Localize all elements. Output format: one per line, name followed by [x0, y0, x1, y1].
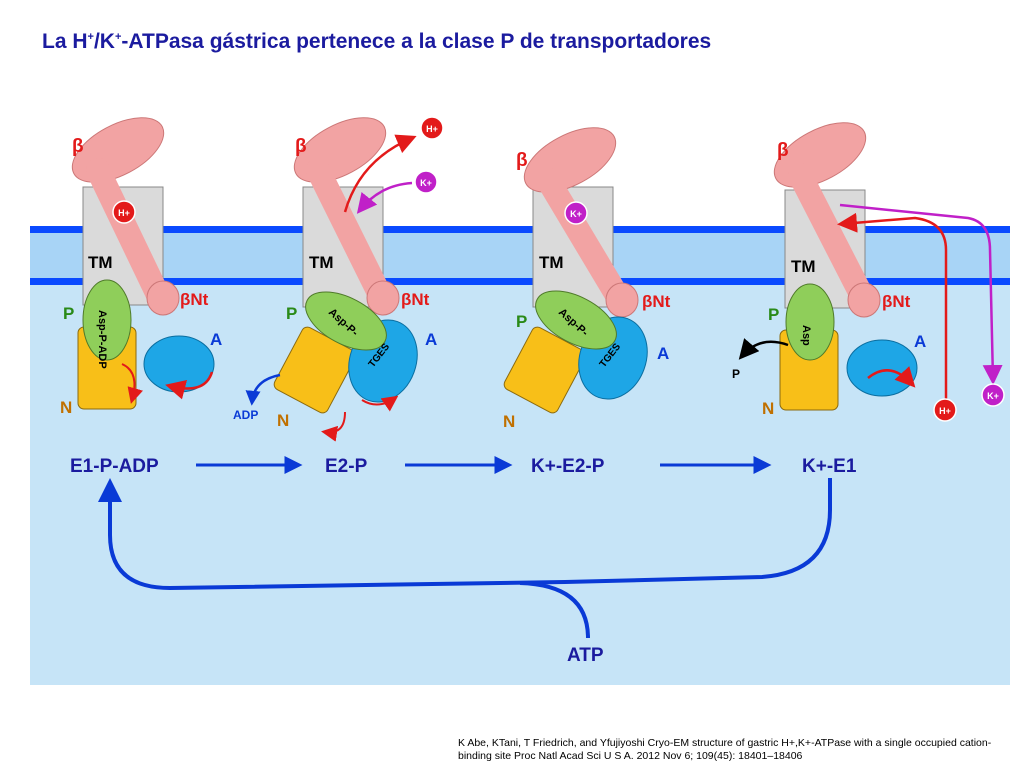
beta-subunit-stalk: [86, 158, 170, 307]
beta-nt-label: βNt: [180, 290, 209, 309]
a-domain-rotation-arrow: [165, 371, 214, 400]
beta-subunit-stalk: [306, 158, 392, 307]
tm-label: TM: [309, 253, 334, 272]
membrane-outer-layer: [30, 226, 1010, 233]
state-label-3: K+-E2-P: [531, 456, 605, 477]
proton-label: H+: [426, 124, 438, 134]
beta-label: β: [72, 136, 84, 157]
p-label: P: [63, 304, 74, 323]
potassium-ion: [981, 383, 1005, 407]
proton-release-arrow: [343, 134, 417, 213]
beta-nt-tail: [366, 280, 400, 316]
a-domain-rotation-arrow: [867, 366, 916, 388]
potassium-release-arrow: [839, 203, 1003, 385]
beta-nt-label: βNt: [401, 290, 430, 309]
phosphate-release-arrow: [738, 338, 789, 360]
p-label: P: [286, 304, 297, 323]
cycle-return-arrow: [98, 478, 832, 591]
potassium-ion: [564, 201, 588, 225]
asp-label: Asp: [800, 325, 812, 346]
atp-input-line: [519, 581, 590, 639]
state-label-4: K+-E1: [802, 456, 857, 477]
beta-nt-tail: [605, 282, 639, 318]
tm-label: TM: [88, 253, 113, 272]
p-domain: [535, 290, 617, 350]
proton-ion: [420, 116, 444, 140]
p-label: P: [768, 305, 779, 324]
a-domain-rotation-arrow: [361, 395, 399, 412]
beta-nt-label: βNt: [642, 292, 671, 311]
a-label: A: [210, 330, 222, 349]
phosphate-label: P: [732, 367, 740, 381]
beta-nt-tail: [847, 282, 881, 318]
n-domain: [503, 326, 587, 414]
p-domain: [82, 279, 132, 361]
potassium-label: K+: [987, 391, 999, 401]
cytoplasm-region: [30, 238, 1010, 685]
n-label: N: [503, 412, 515, 431]
a-label: A: [914, 332, 926, 351]
p-domain: [785, 283, 835, 361]
potassium-ion: [414, 170, 438, 194]
tm-label: TM: [791, 257, 816, 276]
state-label-2: E2-P: [325, 456, 368, 477]
p-domain: [305, 291, 387, 351]
beta-label: β: [777, 140, 789, 161]
proton-uptake-arrow: [837, 212, 948, 400]
n-label: N: [277, 411, 289, 430]
asp-p-adp-label: Asp-P-ADP: [96, 310, 108, 369]
a-label: A: [425, 330, 437, 349]
pump-state-2: H+ K+ ADP β TM βNt P N A Asp-P- TGES: [233, 116, 444, 442]
slide-title: La H+/K+-ATPasa gástrica pertenece a la …: [42, 30, 712, 53]
adp-label: ADP: [233, 408, 258, 422]
a-domain: [846, 339, 918, 397]
pump-state-1: H+ β TM βNt P N A Asp-P-ADP: [60, 117, 222, 417]
tm-label: TM: [539, 253, 564, 272]
p-label: P: [516, 312, 527, 331]
beta-subunit-stalk: [536, 168, 630, 309]
proton-ion: [933, 398, 957, 422]
n-label: N: [60, 398, 72, 417]
citation: K Abe, KTani, T Friedrich, and Yfujiyosh…: [458, 737, 992, 762]
proton-label: H+: [118, 208, 130, 218]
pump-state-3: K+ β TM βNt P N A Asp-P- TGES: [503, 127, 671, 431]
potassium-binding-arrow: [356, 181, 413, 214]
n-domain-rotation-arrow: [121, 363, 143, 404]
beta-nt-label: βNt: [882, 292, 911, 311]
atp-label: ATP: [567, 645, 604, 666]
proton-ion: [112, 200, 136, 224]
potassium-label: K+: [570, 209, 582, 219]
pump-state-4: P H+ K+ β TM βNt P N A Asp: [732, 122, 1005, 422]
a-label: A: [657, 344, 669, 363]
beta-subunit-stalk: [788, 163, 874, 308]
n-domain-rotation-arrow: [321, 411, 346, 442]
potassium-label: K+: [420, 178, 432, 188]
beta-label: β: [295, 136, 307, 157]
n-label: N: [762, 399, 774, 418]
proton-label: H+: [939, 406, 951, 416]
membrane-inner-layer: [30, 278, 1010, 285]
beta-label: β: [516, 150, 528, 171]
state-label-1: E1-P-ADP: [70, 456, 159, 477]
beta-nt-tail: [146, 280, 180, 316]
adp-release-arrow: [245, 373, 281, 406]
